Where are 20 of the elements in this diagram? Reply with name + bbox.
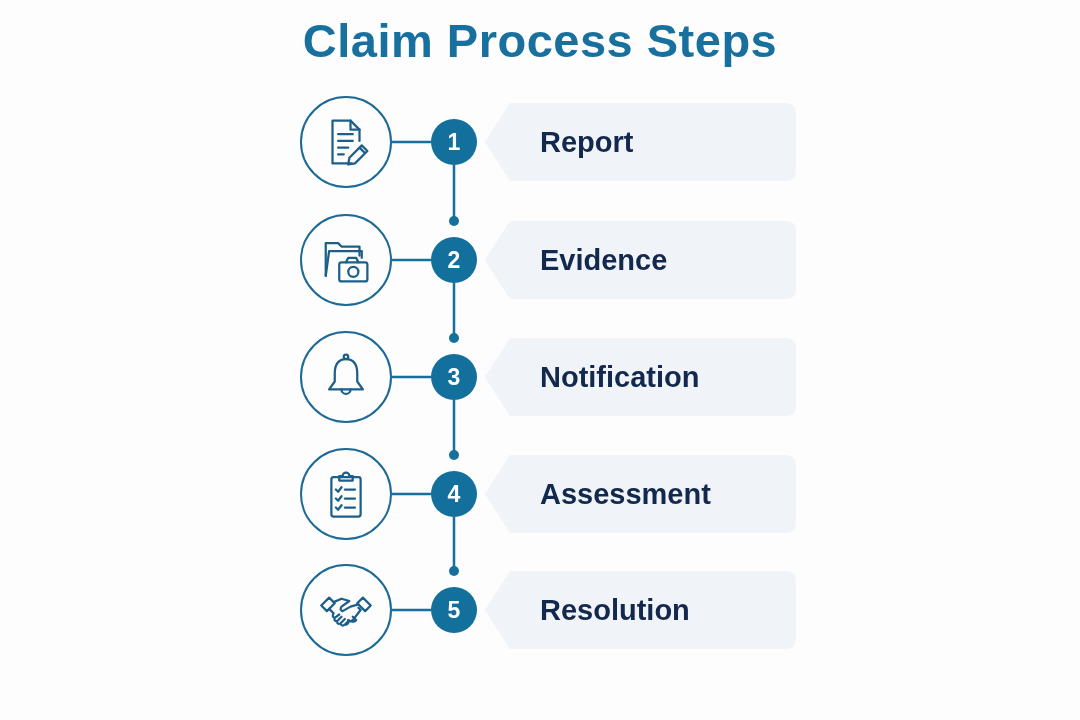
connector-line [449, 517, 459, 576]
step-number: 2 [431, 237, 477, 283]
step-title: Notification [540, 359, 700, 395]
step-number: 1 [431, 119, 477, 165]
step-title: Report [540, 124, 634, 160]
connector-line [449, 400, 459, 460]
connector-line [392, 258, 431, 262]
connector-line [392, 608, 431, 612]
step-title: Assessment [540, 476, 711, 512]
connector-line [392, 375, 431, 379]
connector-line [449, 165, 459, 226]
step-number: 5 [431, 587, 477, 633]
connector-line [449, 283, 459, 343]
connector-line [392, 492, 431, 496]
connector-line [392, 140, 431, 144]
diagram-title: Claim Process Steps [302, 14, 778, 69]
step-title: Evidence [540, 242, 668, 278]
step-title: Resolution [540, 592, 690, 628]
step-number: 3 [431, 354, 477, 400]
step-number: 4 [431, 471, 477, 517]
